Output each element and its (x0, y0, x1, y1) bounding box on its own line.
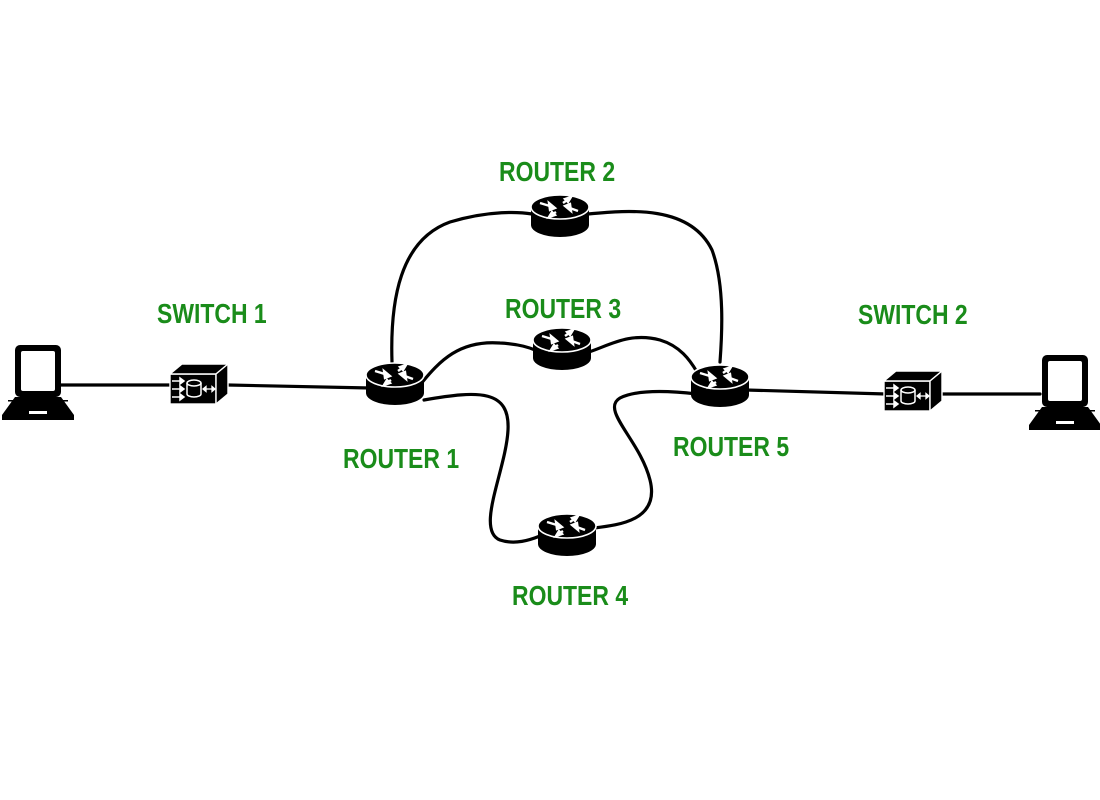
router-4-label: ROUTER 4 (512, 580, 629, 611)
router-5-icon[interactable] (689, 363, 751, 409)
link-router4-router5 (592, 389, 699, 530)
switch-2-icon[interactable] (883, 370, 943, 412)
switch-1-label: SWITCH 1 (157, 298, 267, 329)
router-2-icon[interactable] (529, 193, 591, 239)
router-4-icon[interactable] (536, 512, 598, 558)
router-5-label: ROUTER 5 (673, 431, 790, 462)
router-2-label: ROUTER 2 (499, 156, 616, 187)
link-switch1-router1 (226, 383, 372, 390)
link-router5-switch2 (744, 388, 888, 396)
router-3-icon[interactable] (531, 326, 593, 372)
link-router1-router4 (422, 392, 542, 544)
router-3-label: ROUTER 3 (505, 293, 622, 324)
link-router3-router5 (587, 335, 699, 374)
link-router2-router5 (586, 209, 724, 364)
switch-1-icon[interactable] (169, 363, 229, 405)
link-router1-router2 (390, 210, 534, 364)
router-1-icon[interactable] (364, 361, 426, 407)
laptop-1-icon[interactable] (2, 345, 74, 420)
link-router1-router3 (418, 341, 537, 387)
links (58, 209, 1042, 544)
switch-2-label: SWITCH 2 (858, 299, 968, 330)
router-1-label: ROUTER 1 (343, 443, 460, 474)
